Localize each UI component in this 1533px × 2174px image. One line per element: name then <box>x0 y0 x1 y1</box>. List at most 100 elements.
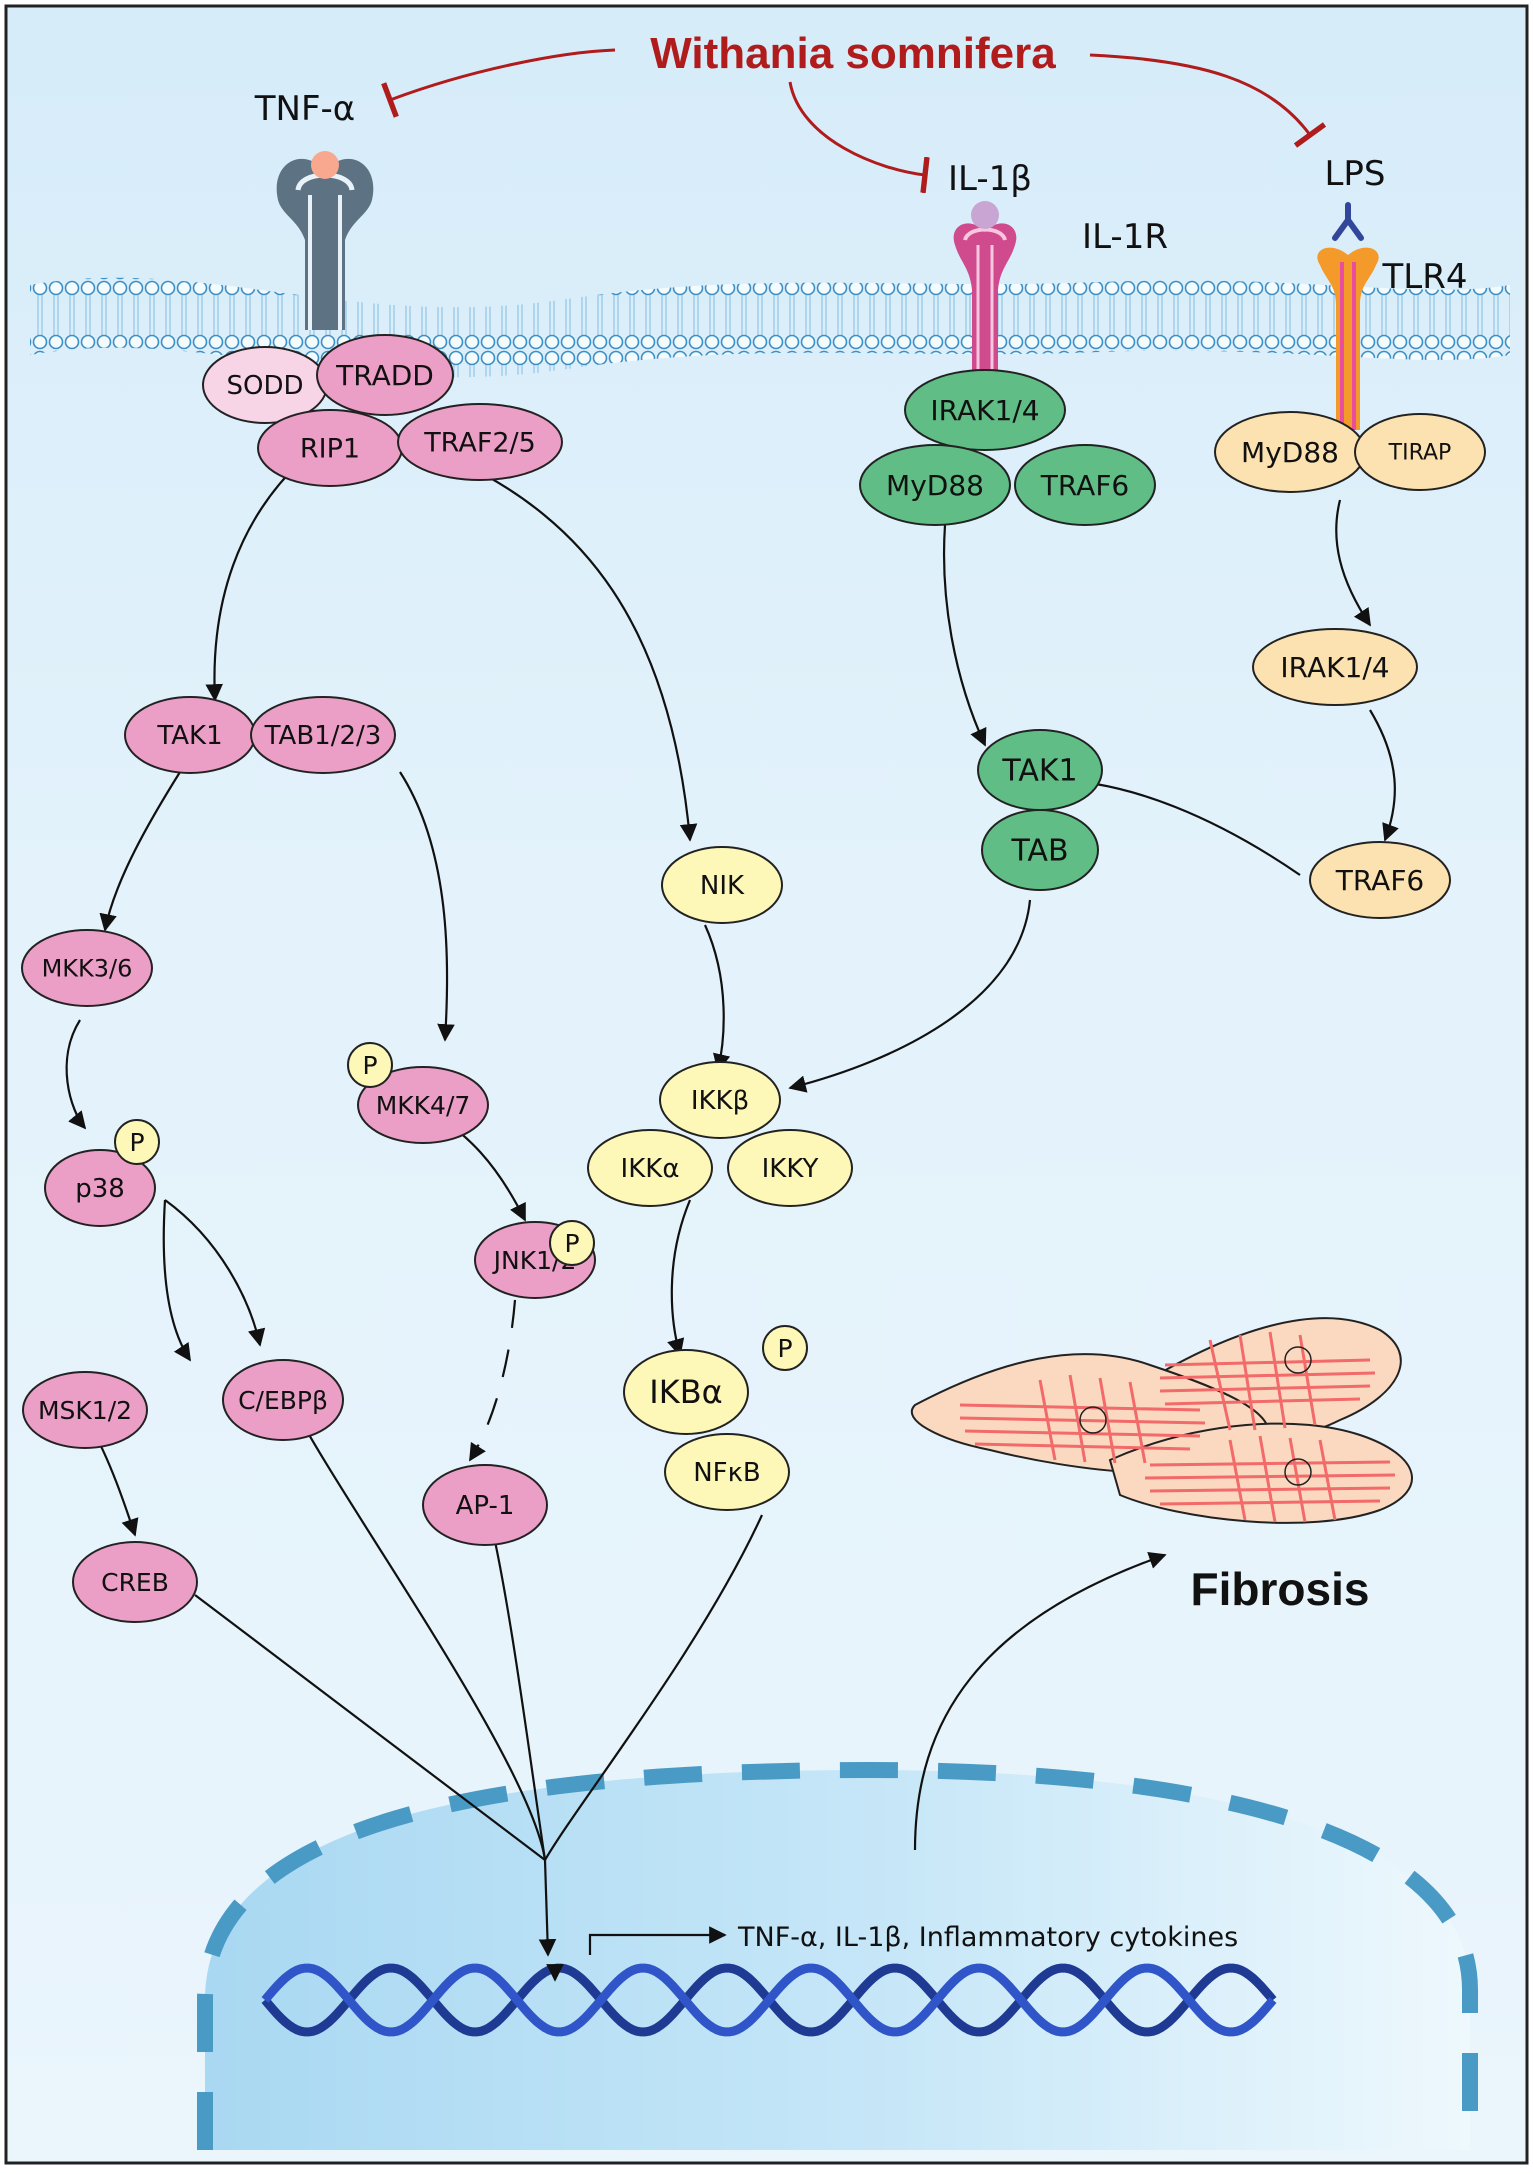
node-ikky: IKKY <box>727 1129 853 1207</box>
tlr4-receptor <box>1317 202 1379 430</box>
node-mkk47-label: MKK4/7 <box>376 1091 471 1120</box>
phospho-p2-circle <box>347 1042 393 1088</box>
output-cytokines-label: TNF-α, IL-1β, Inflammatory cytokines <box>737 1922 1238 1953</box>
il1b-ligand-ball <box>971 201 999 229</box>
node-ikkb-label: IKKβ <box>691 1086 749 1116</box>
node-msk12-shape <box>22 1371 148 1449</box>
node-tradd: TRADD <box>316 334 454 416</box>
node-rip1-label: RIP1 <box>300 433 360 464</box>
phospho-p3-label: P <box>564 1229 579 1258</box>
node-cebpb-shape <box>222 1359 344 1441</box>
phospho-p2: P <box>347 1042 393 1088</box>
node-myd88-a-shape <box>859 444 1011 526</box>
node-tirap-label: TIRAP <box>1388 441 1452 466</box>
node-myd88-a: MyD88 <box>859 444 1011 526</box>
dna-helix <box>261 1963 1277 2037</box>
node-tak1-b-label: TAK1 <box>1001 754 1077 789</box>
node-mkk36: MKK3/6 <box>21 929 153 1007</box>
node-ikkb-shape <box>659 1061 781 1139</box>
phospho-p4: P <box>762 1325 808 1371</box>
node-traf25-label: TRAF2/5 <box>423 427 536 458</box>
phospho-p1-circle <box>114 1119 160 1165</box>
node-ikba-shape <box>623 1349 749 1435</box>
node-tak1-a: TAK1 <box>124 696 256 774</box>
node-ikky-label: IKKY <box>762 1154 819 1184</box>
tnf-alpha-label: TNF-α <box>254 89 355 129</box>
node-ap1-shape <box>422 1464 548 1546</box>
node-tradd-label: TRADD <box>335 359 434 392</box>
node-traf6-a-shape <box>1014 444 1156 526</box>
node-nik-shape <box>661 846 783 924</box>
il1b-label: IL-1β <box>948 159 1032 199</box>
node-irak14-b-shape <box>1252 628 1418 706</box>
node-sodd: SODD <box>202 346 328 424</box>
tnf-ligand-ball <box>311 151 339 179</box>
phospho-p4-circle <box>762 1325 808 1371</box>
inhibition-lines <box>381 48 1327 194</box>
node-irak14-b-label: IRAK1/4 <box>1280 651 1389 684</box>
node-ikka-label: IKKα <box>621 1154 680 1184</box>
node-ikky-shape <box>727 1129 853 1207</box>
phospho-p3: P <box>549 1220 595 1266</box>
phospho-p1: P <box>114 1119 160 1165</box>
node-cebpb: C/EBPβ <box>222 1359 344 1441</box>
phospho-p4-label: P <box>777 1334 792 1363</box>
phospho-p1-label: P <box>129 1128 144 1157</box>
node-mkk47: MKK4/7 <box>357 1066 489 1144</box>
node-nfkb-shape <box>664 1433 790 1511</box>
phospho-p2-label: P <box>362 1051 377 1080</box>
node-tak1-b: TAK1 <box>977 729 1103 811</box>
node-ap1: AP-1 <box>422 1464 548 1546</box>
node-irak14-a-label: IRAK1/4 <box>930 394 1039 427</box>
tnf-receptor <box>276 151 374 330</box>
tlr4-label: TLR4 <box>1382 257 1468 297</box>
node-tab-label: TAB <box>1010 834 1068 869</box>
lps-label: LPS <box>1324 154 1385 194</box>
node-irak14-a: IRAK1/4 <box>904 369 1066 451</box>
node-ikba: IKBα <box>623 1349 749 1435</box>
node-nik: NIK <box>661 846 783 924</box>
node-cebpb-label: C/EBPβ <box>238 1386 328 1415</box>
fibrosis-label: Fibrosis <box>1191 1563 1370 1615</box>
node-mkk36-label: MKK3/6 <box>42 954 133 982</box>
node-traf6-a: TRAF6 <box>1014 444 1156 526</box>
node-traf6-b-shape <box>1309 841 1451 919</box>
node-ikka: IKKα <box>587 1129 713 1207</box>
il1-receptor <box>953 201 1017 370</box>
node-tab: TAB <box>981 809 1099 891</box>
node-rip1: RIP1 <box>257 409 403 487</box>
node-nik-label: NIK <box>700 871 745 901</box>
phospho-p3-circle <box>549 1220 595 1266</box>
node-tirap: TIRAP <box>1354 413 1486 491</box>
node-tak1-a-label: TAK1 <box>156 721 222 751</box>
fibroblast-cells <box>911 1317 1413 1524</box>
node-myd88-a-label: MyD88 <box>886 469 984 502</box>
node-myd88-b-label: MyD88 <box>1241 436 1339 469</box>
converging-lines <box>194 1399 763 1957</box>
node-tab-shape <box>981 809 1099 891</box>
activation-arrows <box>65 461 1399 1982</box>
node-irak14-a-shape <box>904 369 1066 451</box>
node-tab123: TAB1/2/3 <box>250 696 396 774</box>
node-nfkb-label: NFκB <box>693 1458 761 1488</box>
il1r-label: IL-1R <box>1082 217 1168 257</box>
node-p38: p38 <box>44 1149 156 1227</box>
node-sodd-label: SODD <box>226 371 303 401</box>
nucleus <box>197 1761 1478 2150</box>
node-traf25: TRAF2/5 <box>397 403 563 481</box>
node-p38-label: p38 <box>75 1174 125 1204</box>
node-ap1-label: AP-1 <box>456 1491 515 1521</box>
node-msk12: MSK1/2 <box>22 1371 148 1449</box>
node-tirap-shape <box>1354 413 1486 491</box>
node-nfkb: NFκB <box>664 1433 790 1511</box>
node-creb-label: CREB <box>101 1568 169 1597</box>
node-tab123-label: TAB1/2/3 <box>264 721 382 751</box>
node-myd88-b: MyD88 <box>1214 411 1366 493</box>
node-traf6-b: TRAF6 <box>1309 841 1451 919</box>
node-irak14-b: IRAK1/4 <box>1252 628 1418 706</box>
node-ikkb: IKKβ <box>659 1061 781 1139</box>
node-mkk47-shape <box>357 1066 489 1144</box>
